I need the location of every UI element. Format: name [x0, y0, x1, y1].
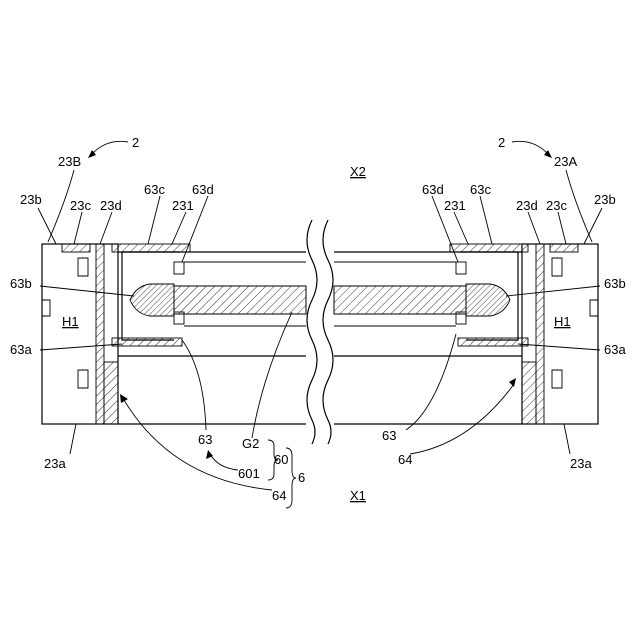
- right-frame-inner-detail: [552, 258, 562, 276]
- label-23A: 23A: [554, 154, 577, 169]
- label-63a-right: 63a: [604, 342, 626, 357]
- left-frame-lower-detail: [78, 370, 88, 388]
- leader-64-right: [410, 384, 514, 454]
- leader-23c-right: [558, 212, 566, 244]
- leader-23a-right: [564, 424, 570, 454]
- label-64-bottom: 64: [272, 488, 286, 503]
- left-frame-inner-detail: [78, 258, 88, 276]
- leader-63a-right: [518, 344, 600, 350]
- leader-23d-right: [528, 212, 540, 244]
- label-23a-left: 23a: [44, 456, 66, 471]
- left-frame-notch: [42, 300, 50, 316]
- left-wall-23c: [62, 244, 90, 252]
- leader-2-right: [512, 141, 550, 156]
- label-63d-right: 63d: [422, 182, 444, 197]
- label-23a-right: 23a: [570, 456, 592, 471]
- label-60: 60: [274, 452, 288, 467]
- leader-63b-left: [40, 286, 134, 296]
- leader-G2: [252, 312, 292, 438]
- leader-2-left: [90, 141, 128, 156]
- right-stub-64: [522, 362, 536, 424]
- right-frame-lower-detail: [552, 370, 562, 388]
- label-63a-left: 63a: [10, 342, 32, 357]
- right-flange-231: [450, 244, 528, 252]
- label-X2: X2: [350, 164, 366, 179]
- label-231-right: 231: [444, 198, 466, 213]
- label-23d-right: 23d: [516, 198, 538, 213]
- leader-63-right: [406, 334, 456, 430]
- label-23b-right: 23b: [594, 192, 616, 207]
- leader-23b-left: [38, 208, 56, 244]
- label-23c-left: 23c: [70, 198, 91, 213]
- left-gasket: [130, 284, 174, 316]
- label-6: 6: [298, 470, 305, 485]
- left-stub-64: [104, 362, 118, 424]
- label-2-left: 2: [132, 135, 139, 150]
- left-flange-231: [112, 244, 190, 252]
- leader-63b-right: [506, 286, 600, 296]
- break-lines: [307, 220, 333, 444]
- leader-23b-right: [584, 208, 602, 244]
- right-frame-23A: [450, 244, 598, 424]
- leader-23a-left: [70, 424, 76, 454]
- leader-63-left: [182, 340, 206, 430]
- label-63b-left: 63b: [10, 276, 32, 291]
- break-line-left: [307, 220, 317, 444]
- leader-601: [210, 454, 238, 470]
- label-H1-left: H1: [62, 314, 79, 329]
- label-H1-right: H1: [554, 314, 571, 329]
- leader-23c-left: [74, 212, 82, 244]
- label-601: 601: [238, 466, 260, 481]
- right-wall-23c: [550, 244, 578, 252]
- right-clip-63d: [456, 262, 466, 274]
- label-64-right: 64: [398, 452, 412, 467]
- label-X1: X1: [350, 488, 366, 503]
- label-G2: G2: [242, 436, 259, 451]
- leader-23d-left: [100, 212, 112, 244]
- right-frame-notch: [590, 300, 598, 316]
- label-23b-left: 23b: [20, 192, 42, 207]
- right-gasket: [466, 284, 510, 316]
- label-63c-right: 63c: [470, 182, 491, 197]
- break-line-right: [323, 220, 333, 444]
- left-wall-23d: [96, 244, 104, 424]
- leader-231-left: [172, 212, 186, 244]
- label-63b-right: 63b: [604, 276, 626, 291]
- glass-left-section: [174, 286, 306, 314]
- label-63c-left: 63c: [144, 182, 165, 197]
- leader-231-right: [454, 212, 468, 244]
- label-63d-left: 63d: [192, 182, 214, 197]
- label-63-right: 63: [382, 428, 396, 443]
- glass-right-section: [334, 286, 466, 314]
- arrowhead-64-bottom: [120, 394, 128, 403]
- leader-23A: [566, 170, 592, 242]
- leader-63a-left: [40, 344, 122, 350]
- label-63-left: 63: [198, 432, 212, 447]
- label-231-left: 231: [172, 198, 194, 213]
- label-23c-right: 23c: [546, 198, 567, 213]
- left-clip-63d: [174, 262, 184, 274]
- left-frame-23B: [42, 244, 190, 424]
- right-wall-23d: [536, 244, 544, 424]
- leader-63c-left: [148, 196, 160, 244]
- label-2-right: 2: [498, 135, 505, 150]
- label-23B: 23B: [58, 154, 81, 169]
- label-23d-left: 23d: [100, 198, 122, 213]
- leader-63c-right: [480, 196, 492, 244]
